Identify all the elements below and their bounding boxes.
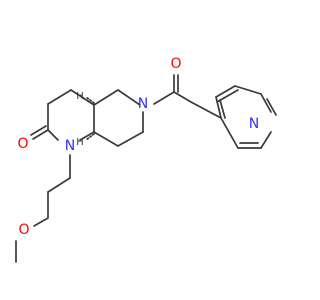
- lactam-oxygen-label: O: [17, 136, 28, 152]
- stereo-hydrogen-bottom-label: H: [76, 137, 84, 148]
- pyridine-ring: [215, 85, 277, 149]
- amide-nitrogen-label: N: [138, 96, 148, 112]
- pyridine-nitrogen-label: N: [249, 116, 259, 132]
- stereo-bonds: [85, 96, 95, 141]
- molecule-structure: N N N O O O H H: [15, 56, 277, 263]
- methoxypropyl-chain: [15, 154, 71, 263]
- lactam-ring: [30, 89, 95, 141]
- piperidine-ring: [93, 89, 144, 147]
- ether-oxygen-label: O: [18, 222, 29, 238]
- stereo-hydrogen-top-label: H: [76, 91, 84, 102]
- ketone-oxygen-label: O: [170, 56, 181, 72]
- acetyl-linker: [153, 74, 222, 119]
- lactam-nitrogen-label: N: [65, 138, 75, 154]
